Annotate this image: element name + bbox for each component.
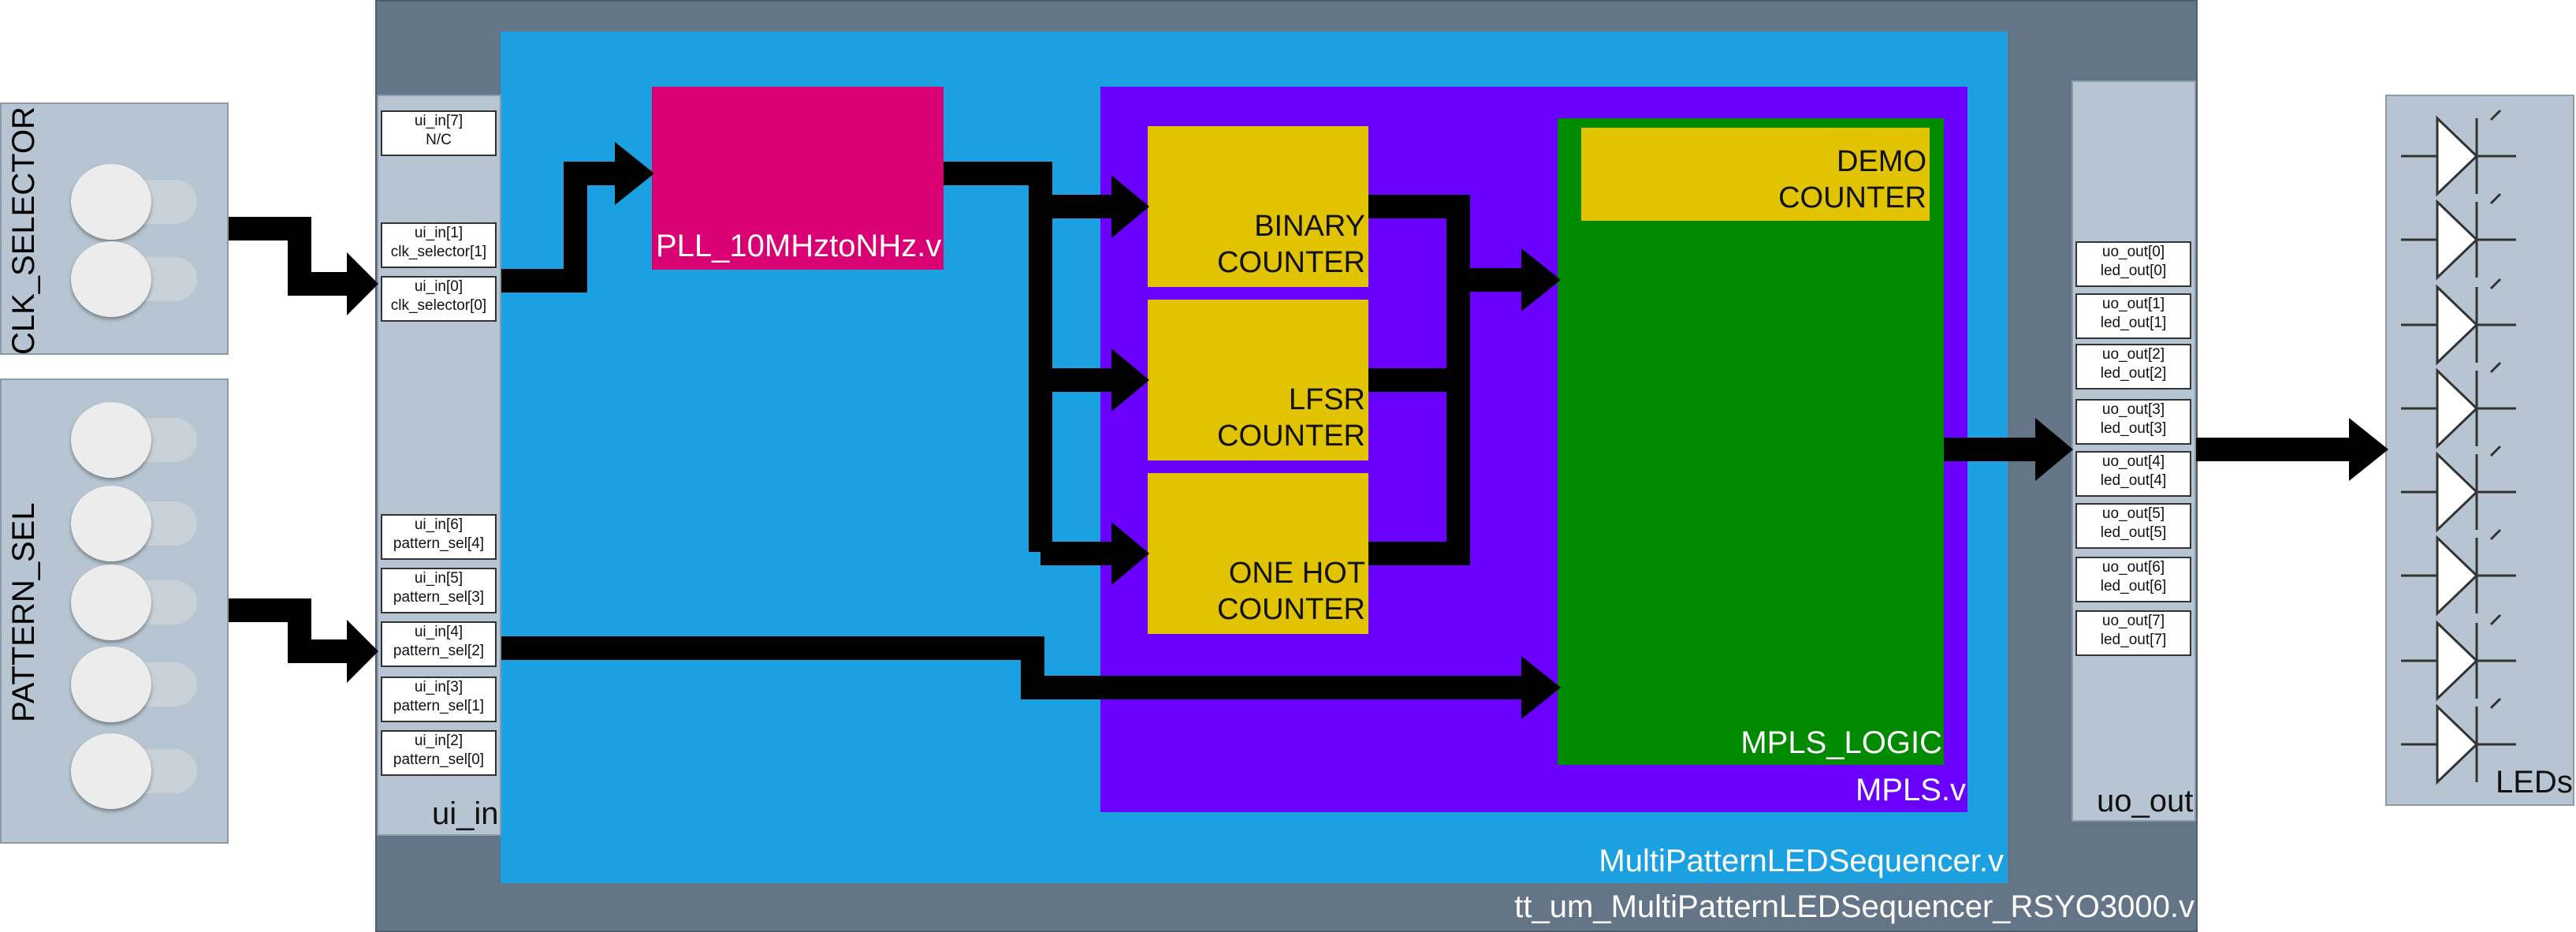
led-symbol bbox=[2401, 697, 2516, 785]
uo-out-pin: uo_out[3]led_out[3] bbox=[2075, 399, 2191, 445]
onehot-arrowhead bbox=[1111, 522, 1149, 585]
ui-in-pin: ui_in[3]pattern_sel[1] bbox=[381, 677, 497, 722]
switch-knob[interactable] bbox=[71, 486, 151, 561]
led-symbol bbox=[2401, 361, 2516, 449]
led-symbol bbox=[2401, 192, 2516, 281]
ui-in-pin: ui_in[0]clk_selector[0] bbox=[381, 276, 497, 322]
ui-in-pin: ui_in[6]pattern_sel[4] bbox=[381, 514, 497, 560]
pattern-logic-arrowhead bbox=[1521, 656, 1561, 719]
ui-in-pin: ui_in[4]pattern_sel[2] bbox=[381, 621, 497, 667]
led-symbol bbox=[2401, 528, 2516, 617]
clk-arrowhead bbox=[347, 252, 378, 315]
leds-arrowhead bbox=[2349, 418, 2388, 481]
top-module-label: tt_um_MultiPatternLEDSequencer_RSYO3000.… bbox=[1514, 889, 2194, 924]
led-symbol bbox=[2401, 109, 2516, 197]
uo-arrowhead bbox=[2035, 418, 2073, 481]
pattern-to-logic-arrow bbox=[501, 636, 1521, 699]
mpls-logic-label: MPLS_LOGIC bbox=[1740, 725, 1942, 760]
ui-in-pin: ui_in[5]pattern_sel[3] bbox=[381, 568, 497, 613]
mpls-label: MPLS.v bbox=[1855, 773, 1966, 807]
ui-in-pin: ui_in[1]clk_selector[1] bbox=[381, 222, 497, 268]
switch-knob[interactable] bbox=[71, 733, 151, 809]
pll-to-counters-bus bbox=[944, 162, 1052, 552]
uo-out-pin: uo_out[1]led_out[1] bbox=[2075, 293, 2191, 339]
uo-out-pin: uo_out[4]led_out[4] bbox=[2075, 451, 2191, 497]
switch-knob[interactable] bbox=[71, 565, 151, 640]
mpls-logic-block bbox=[1558, 118, 1944, 765]
uo-out-pin: uo_out[5]led_out[5] bbox=[2075, 503, 2191, 549]
counters-to-logic-bus bbox=[1368, 195, 1470, 565]
uo-out-pin: uo_out[0]led_out[0] bbox=[2075, 241, 2191, 287]
clk-arrow bbox=[229, 217, 347, 296]
binary-arrowhead bbox=[1111, 175, 1149, 238]
pll-label: PLL_10MHztoNHz.v bbox=[656, 229, 942, 263]
uo-out-pin: uo_out[6]led_out[6] bbox=[2075, 557, 2191, 602]
uo-out-pin: uo_out[2]led_out[2] bbox=[2075, 344, 2191, 390]
sequencer-label: MultiPatternLEDSequencer.v bbox=[1599, 844, 2004, 878]
uo-out-label: uo_out bbox=[2097, 784, 2194, 818]
switch-knob[interactable] bbox=[71, 402, 151, 478]
logic-arrowhead bbox=[1521, 248, 1561, 311]
ui-to-pll-arrow bbox=[501, 162, 615, 293]
leds-panel bbox=[2385, 95, 2574, 806]
lfsr-arrowhead bbox=[1111, 349, 1149, 412]
pattern-arrow bbox=[229, 598, 347, 663]
leds-label: LEDs bbox=[2496, 765, 2573, 800]
led-symbol bbox=[2401, 445, 2516, 533]
switch-knob[interactable] bbox=[71, 164, 151, 240]
pll-arrowhead bbox=[615, 142, 654, 205]
pattern-arrowhead bbox=[347, 620, 378, 683]
ui-in-pin: ui_in[2]pattern_sel[0] bbox=[381, 730, 497, 776]
led-symbol bbox=[2401, 278, 2516, 366]
switch-knob[interactable] bbox=[71, 647, 151, 722]
switch-knob[interactable] bbox=[71, 241, 151, 317]
ui-in-label: ui_in bbox=[432, 796, 499, 831]
uo-out-pin: uo_out[7]led_out[7] bbox=[2075, 610, 2191, 656]
ui-in-pin: ui_in[7]N/C bbox=[381, 110, 497, 156]
pll-block bbox=[652, 87, 944, 270]
led-symbol bbox=[2401, 613, 2516, 702]
